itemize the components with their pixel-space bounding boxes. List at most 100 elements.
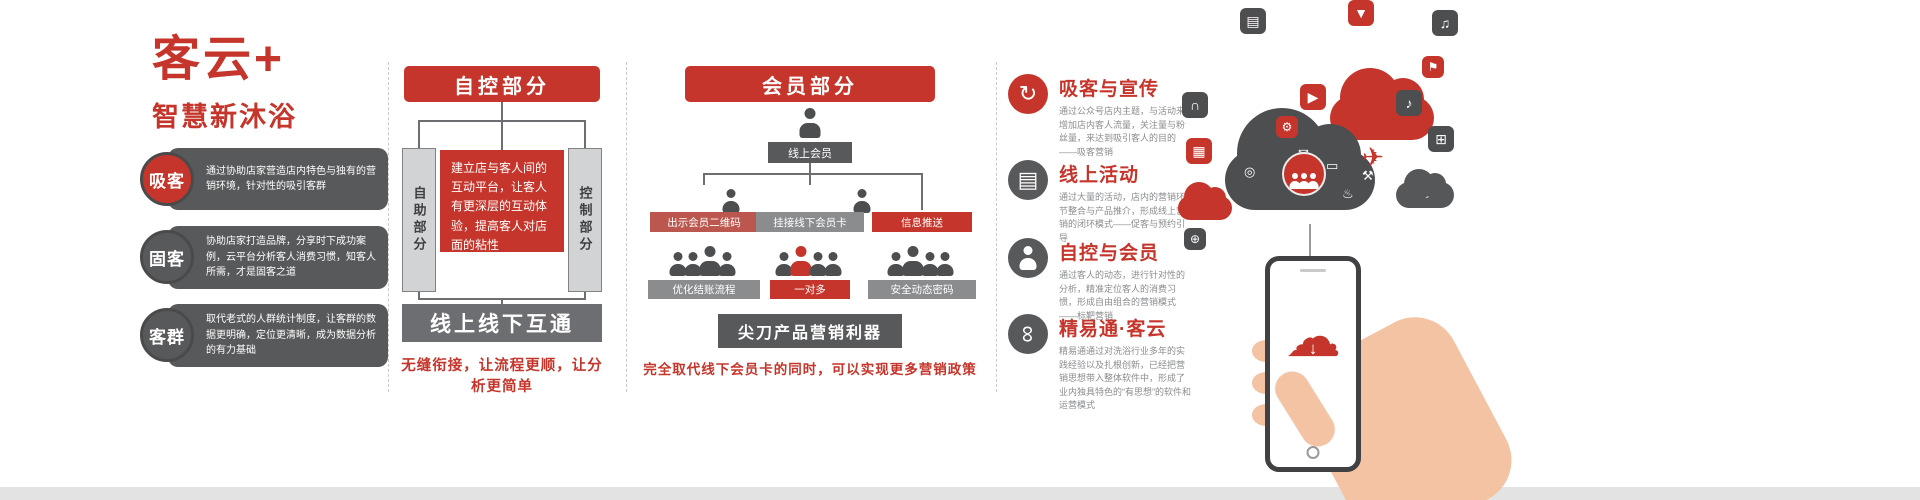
features-column: ↻ 吸客与宣传 通过公众号店内主题，与活动来增加店内客人流量，关注量与粉丝量，来…	[1008, 66, 1196, 410]
marketing-weapon-box: 尖刀产品营销利器	[718, 314, 902, 348]
person-icon	[823, 252, 843, 276]
phone-speaker	[1300, 269, 1326, 272]
connector-line	[921, 173, 923, 210]
member-person-icon	[721, 189, 741, 213]
crowd-icons	[668, 246, 737, 276]
connector-line	[809, 163, 811, 173]
person-icon	[717, 252, 737, 276]
feature-control-member: 自控与会员 通过客人的动态，进行针对性的分析，精准定位客人的消费习惯，形成自由组…	[1008, 238, 1196, 323]
online-offline-box: 线上线下互通	[402, 304, 602, 342]
crowd-icons	[886, 246, 955, 276]
play-icon: ▶	[1300, 84, 1326, 110]
left-item-attract: 吸客 通过协助店家营造店内特色与独有的营销环境，针对性的吸引客群	[140, 148, 388, 210]
small-red-cloud	[1178, 182, 1232, 220]
separator-line	[388, 62, 389, 392]
feature-title: 吸客与宣传	[1059, 79, 1160, 100]
books-icon: ▤	[1240, 8, 1266, 34]
connector-line	[501, 298, 503, 304]
separator-line	[626, 62, 627, 392]
control-part-box: 控制部分	[568, 148, 602, 292]
person-icon	[1307, 173, 1320, 189]
member-caption: 完全取代线下会员卡的同时，可以实现更多营销政策	[643, 362, 977, 377]
cloud-download-icon: ☁	[1285, 305, 1341, 368]
refresh-icon: ↻	[1008, 74, 1048, 114]
segment-panel: 取代老式的人群统计制度，让客群的数据更明确，定位更清晰，成为数据分析的有力基础	[168, 304, 388, 367]
connector-line	[809, 173, 811, 185]
left-item-retain: 固客 协助店家打造品牌，分享时下成功案例，云平台分析客人消费习惯，知客人所需，才…	[140, 226, 388, 289]
interaction-platform-box: 建立店与客人间的互动平台，让客人有更深层的互动体验，提高客人对店面的粘性	[440, 150, 564, 252]
checkout-label: 优化结账流程	[648, 280, 760, 299]
feature-title: 线上活动	[1059, 165, 1140, 186]
refresh-glyph: ↻	[1018, 81, 1038, 106]
brand-logo: 客云+	[152, 33, 286, 86]
calendar-icon: ▤	[1008, 160, 1048, 200]
feature-body: 自控与会员 通过客人的动态，进行针对性的分析，精准定位客人的消费习惯，形成自由组…	[1059, 238, 1193, 323]
member-title: 会员部分	[685, 66, 935, 102]
offline-card-branch: 挂接线下会员卡	[756, 212, 864, 232]
self-control-caption: 无缝衔接，让流程更顺，让分析更简单	[401, 358, 603, 395]
people-network-hub	[1282, 152, 1326, 196]
wifi-icon: ≈	[1421, 187, 1429, 203]
segment-text: 取代老式的人群统计制度，让客群的数据更明确，定位更清晰，成为数据分析的有力基础	[206, 314, 376, 356]
music-icon: ♫	[1432, 10, 1458, 36]
person-glyph	[1018, 246, 1038, 270]
self-service-box: 自助部分	[402, 148, 436, 292]
connector-line	[501, 102, 503, 150]
wifi-cloud: ≈	[1396, 169, 1454, 208]
attract-panel: 通过协助店家营造店内特色与独有的营销环境，针对性的吸引客群	[168, 148, 388, 210]
brand-tagline: 智慧新沐浴	[152, 101, 297, 132]
feature-online-activity: ▤ 线上活动 通过大量的活动，店内的营销环节整合与产品推介，形成线上营销的闭环模…	[1008, 160, 1196, 245]
feature-jingyitong: ∞ 精易通·客云 精易通通过对洗浴行业多年的实践经验以及扎根创新，已经把营销思想…	[1008, 314, 1196, 413]
steam-icon: ♨	[1342, 186, 1354, 201]
cloud-phone-illustration: ≈ ▤ ▼ ♫ ∩ ▶ ♪ ▦ ⊞ ⊕ ⚑ ⚙ ✉ ▭ ◎ ♨ ⚒ ✈ ☁ ↓	[1170, 0, 1527, 500]
feature-text: 通过公众号店内主题，与活动来增加店内客人流量，关注量与粉丝量，来达到吸引客人的目…	[1059, 106, 1186, 157]
self-control-section: 自控部分 自助部分 建立店与客人间的互动平台，让客人有更深层的互动体验，提高客人…	[398, 62, 606, 395]
feature-body: 精易通·客云 精易通通过对洗浴行业多年的实践经验以及扎根创新，已经把营销思想带入…	[1059, 314, 1193, 413]
link-icon: ∞	[1008, 314, 1048, 354]
member-person-icon	[798, 108, 822, 138]
bottom-strip	[0, 487, 1920, 500]
feature-body: 吸客与宣传 通过公众号店内主题，与活动来增加店内客人流量，关注量与粉丝量，来达到…	[1059, 74, 1193, 159]
attract-badge: 吸客	[140, 152, 194, 206]
connector-line	[418, 120, 586, 122]
retain-text: 协助店家打造品牌，分享时下成功案例，云平台分析客人消费习惯，知客人所需，才是固客…	[206, 236, 376, 278]
self-control-title: 自控部分	[404, 66, 600, 102]
feature-title: 自控与会员	[1059, 243, 1160, 264]
gear-icon: ⚙	[1276, 116, 1298, 138]
one-to-many-label: 一对多	[770, 280, 850, 299]
retain-badge: 固客	[140, 230, 194, 285]
connector-line	[704, 173, 922, 175]
link-glyph: ∞	[1014, 325, 1042, 343]
cloud-phone-wire	[1309, 224, 1311, 258]
calendar-glyph: ▤	[1017, 167, 1039, 192]
connector-line	[703, 173, 705, 185]
dark-cloud	[1225, 108, 1375, 210]
car-icon: ⊞	[1428, 126, 1454, 152]
member-person-icon	[852, 189, 872, 213]
connector-line	[584, 120, 586, 148]
shopping-basket-icon: ▦	[1186, 138, 1212, 164]
separator-line	[996, 62, 997, 392]
flag-icon: ⚑	[1422, 56, 1444, 78]
funnel-icon: ▼	[1348, 0, 1374, 26]
online-member-box: 线上会员	[768, 142, 852, 163]
dynamic-password-label: 安全动态密码	[868, 280, 976, 299]
brand-block: 客云+ 智慧新沐浴	[152, 33, 297, 134]
phone-home-button	[1306, 446, 1320, 459]
segment-badge: 客群	[140, 308, 194, 363]
feature-attract-promote: ↻ 吸客与宣传 通过公众号店内主题，与活动来增加店内客人流量，关注量与粉丝量，来…	[1008, 74, 1196, 159]
card-icon: ▭	[1326, 158, 1339, 173]
person-icon	[1008, 238, 1048, 278]
globe-icon: ⊕	[1184, 228, 1206, 250]
crowd-icons	[774, 246, 843, 276]
feature-text: 通过大量的活动，店内的营销环节整合与产品推介，形成线上营销的闭环模式——促客与预…	[1059, 192, 1186, 243]
feature-title: 精易通·客云	[1059, 319, 1167, 340]
plane-icon: ✈	[1362, 142, 1384, 172]
tools-icon: ⚒	[1362, 168, 1374, 183]
left-item-segment: 客群 取代老式的人群统计制度，让客群的数据更明确，定位更清晰，成为数据分析的有力…	[140, 304, 388, 367]
push-message-branch: 信息推送	[872, 212, 972, 232]
retain-panel: 协助店家打造品牌，分享时下成功案例，云平台分析客人消费习惯，知客人所需，才是固客…	[168, 226, 388, 289]
connector-line	[584, 292, 586, 300]
person-icon	[935, 252, 955, 276]
